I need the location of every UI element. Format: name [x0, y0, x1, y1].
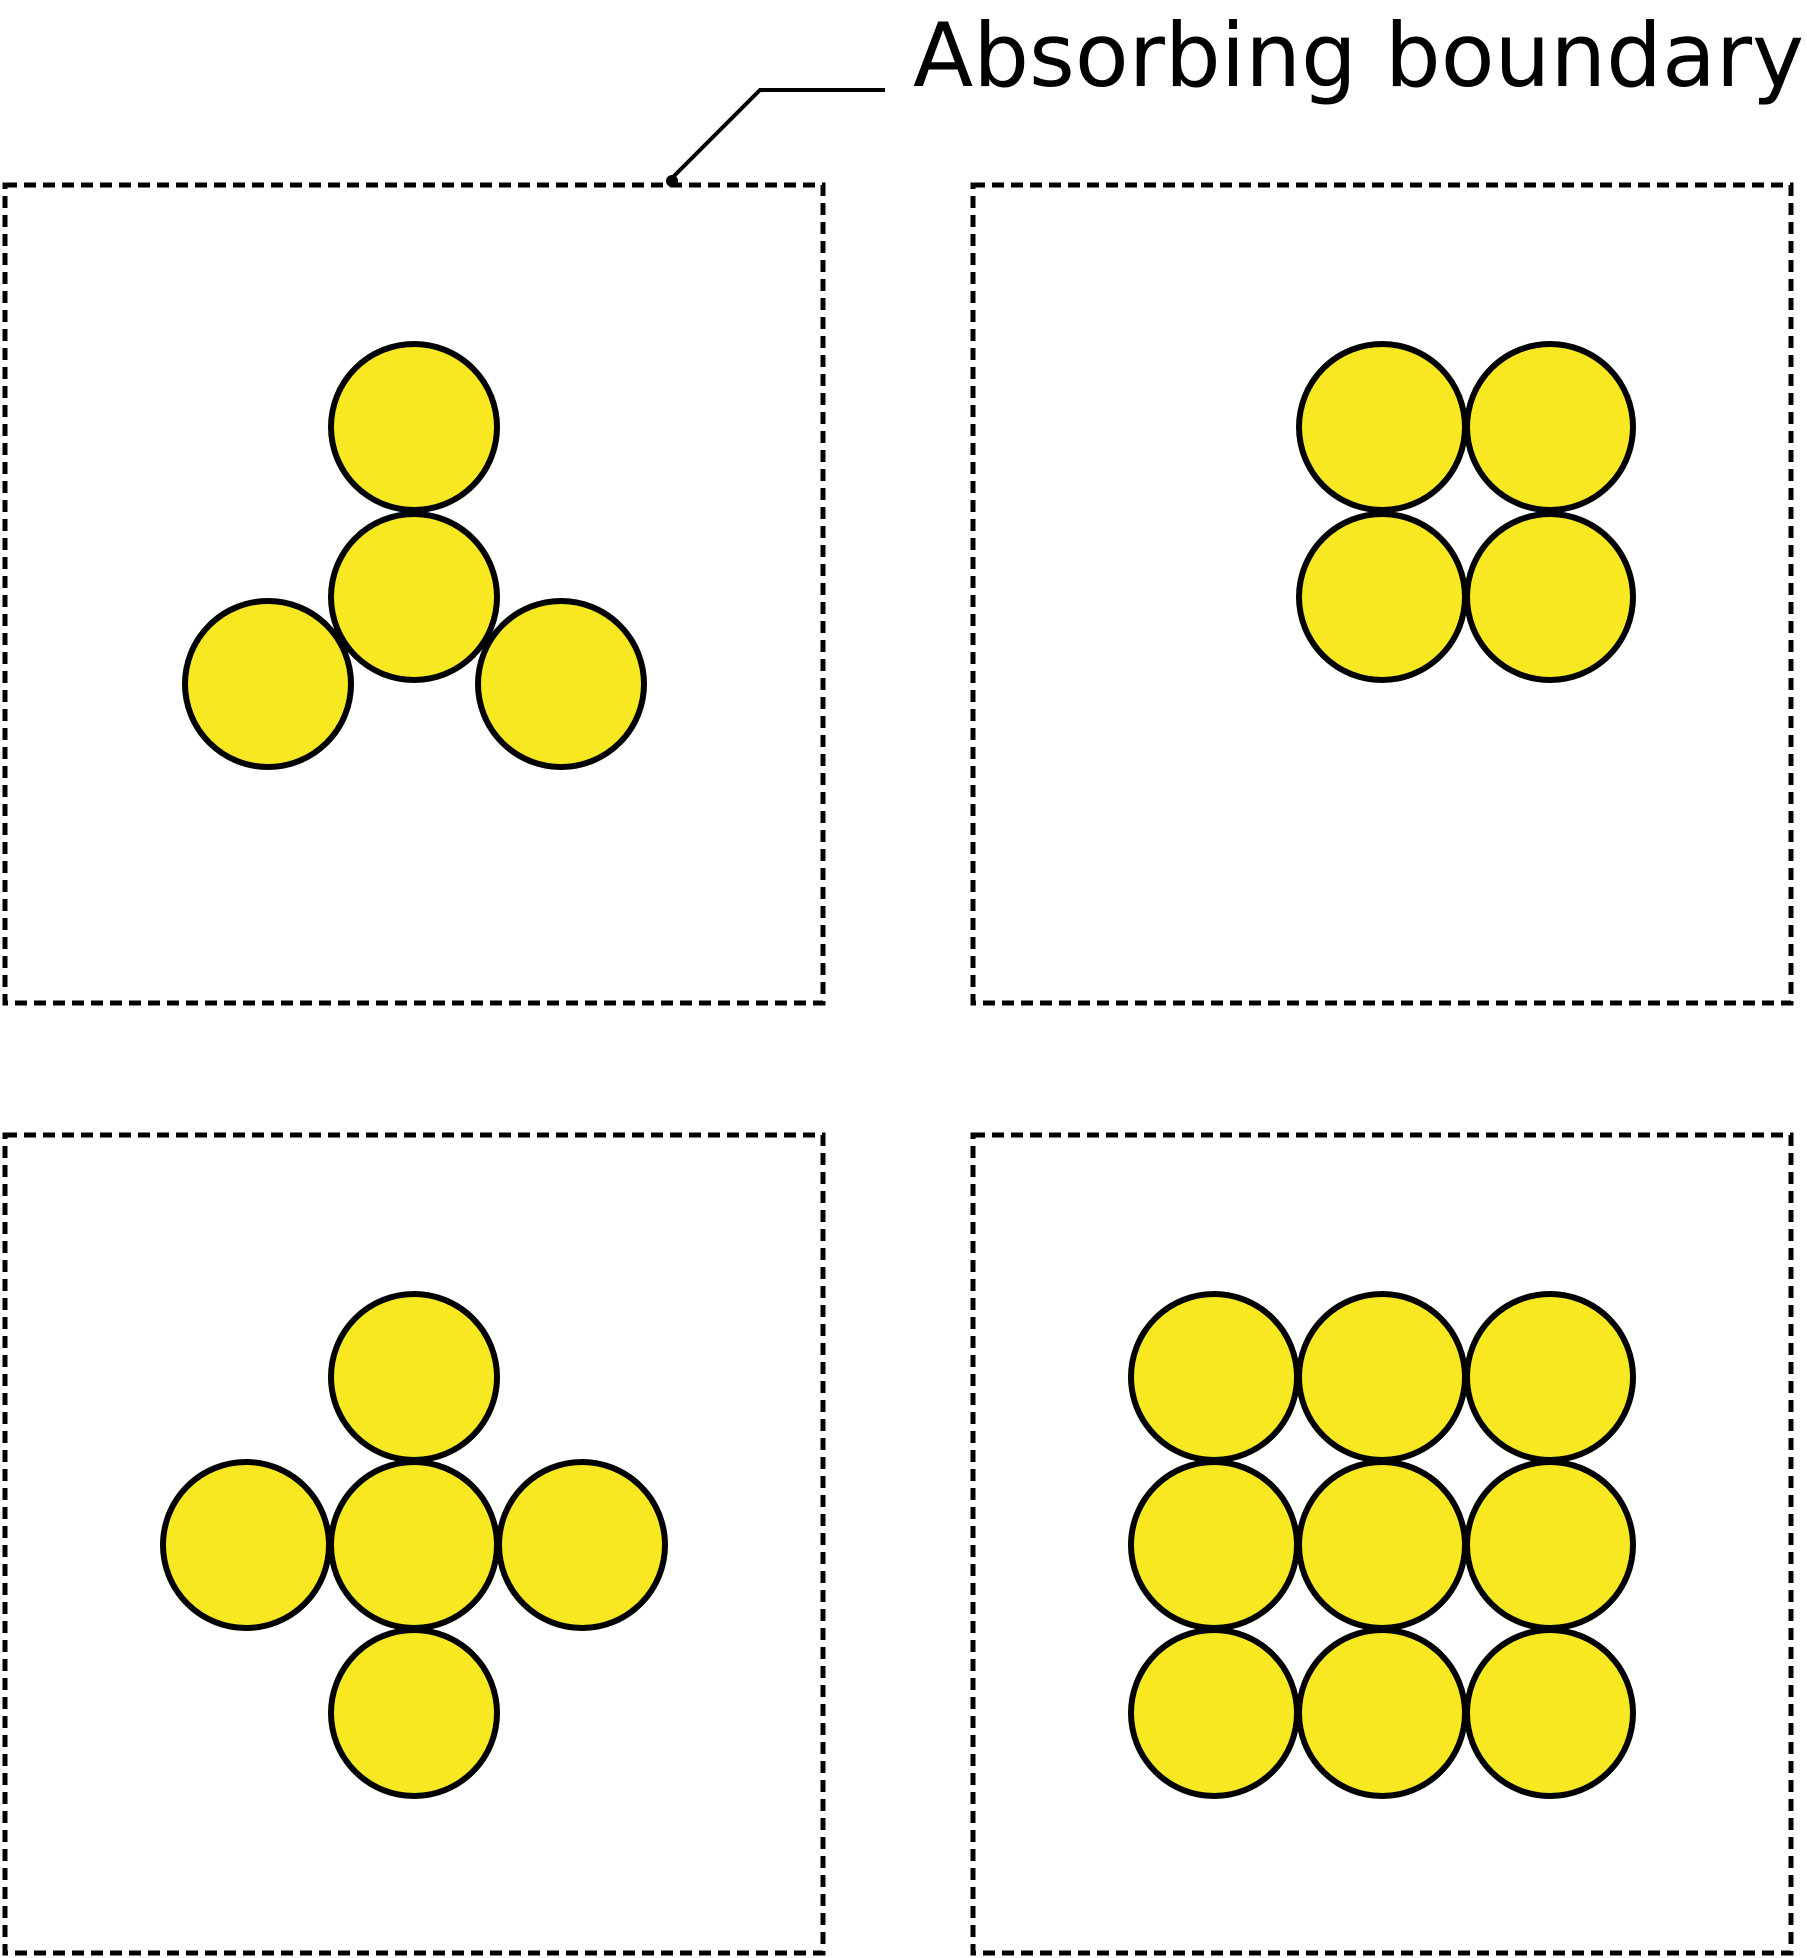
- particle: [1464, 341, 1636, 513]
- grid-cluster: [1128, 1291, 1636, 1799]
- particle: [1464, 1459, 1636, 1631]
- absorbing-boundary-label: Absorbing boundary: [913, 4, 1804, 107]
- callout-leader-line: [670, 88, 885, 180]
- particle: [1128, 1627, 1300, 1799]
- particle: [1464, 511, 1636, 683]
- absorbing-boundary-top-left: [2, 182, 826, 1006]
- square-cluster: [1296, 341, 1636, 683]
- particle: [496, 1459, 668, 1631]
- particle: [1128, 1459, 1300, 1631]
- particle: [1128, 1291, 1300, 1463]
- absorbing-boundary-top-right: [970, 182, 1794, 1006]
- particle: [328, 341, 500, 513]
- particle: [328, 1291, 500, 1463]
- particle: [1464, 1627, 1636, 1799]
- particle: [182, 598, 354, 770]
- trimer-cluster: [182, 341, 647, 770]
- absorbing-boundary-bottom-right: [970, 1132, 1794, 1956]
- particle: [1296, 341, 1468, 513]
- particle: [160, 1459, 332, 1631]
- particle: [1296, 1627, 1468, 1799]
- absorbing-boundary-bottom-left: [2, 1132, 826, 1956]
- cross-cluster: [160, 1291, 668, 1799]
- particle: [475, 598, 647, 770]
- particle: [328, 511, 500, 683]
- particle: [1296, 1459, 1468, 1631]
- particle: [1464, 1291, 1636, 1463]
- particle: [328, 1459, 500, 1631]
- particle: [1296, 1291, 1468, 1463]
- particle: [1296, 511, 1468, 683]
- particle: [328, 1627, 500, 1799]
